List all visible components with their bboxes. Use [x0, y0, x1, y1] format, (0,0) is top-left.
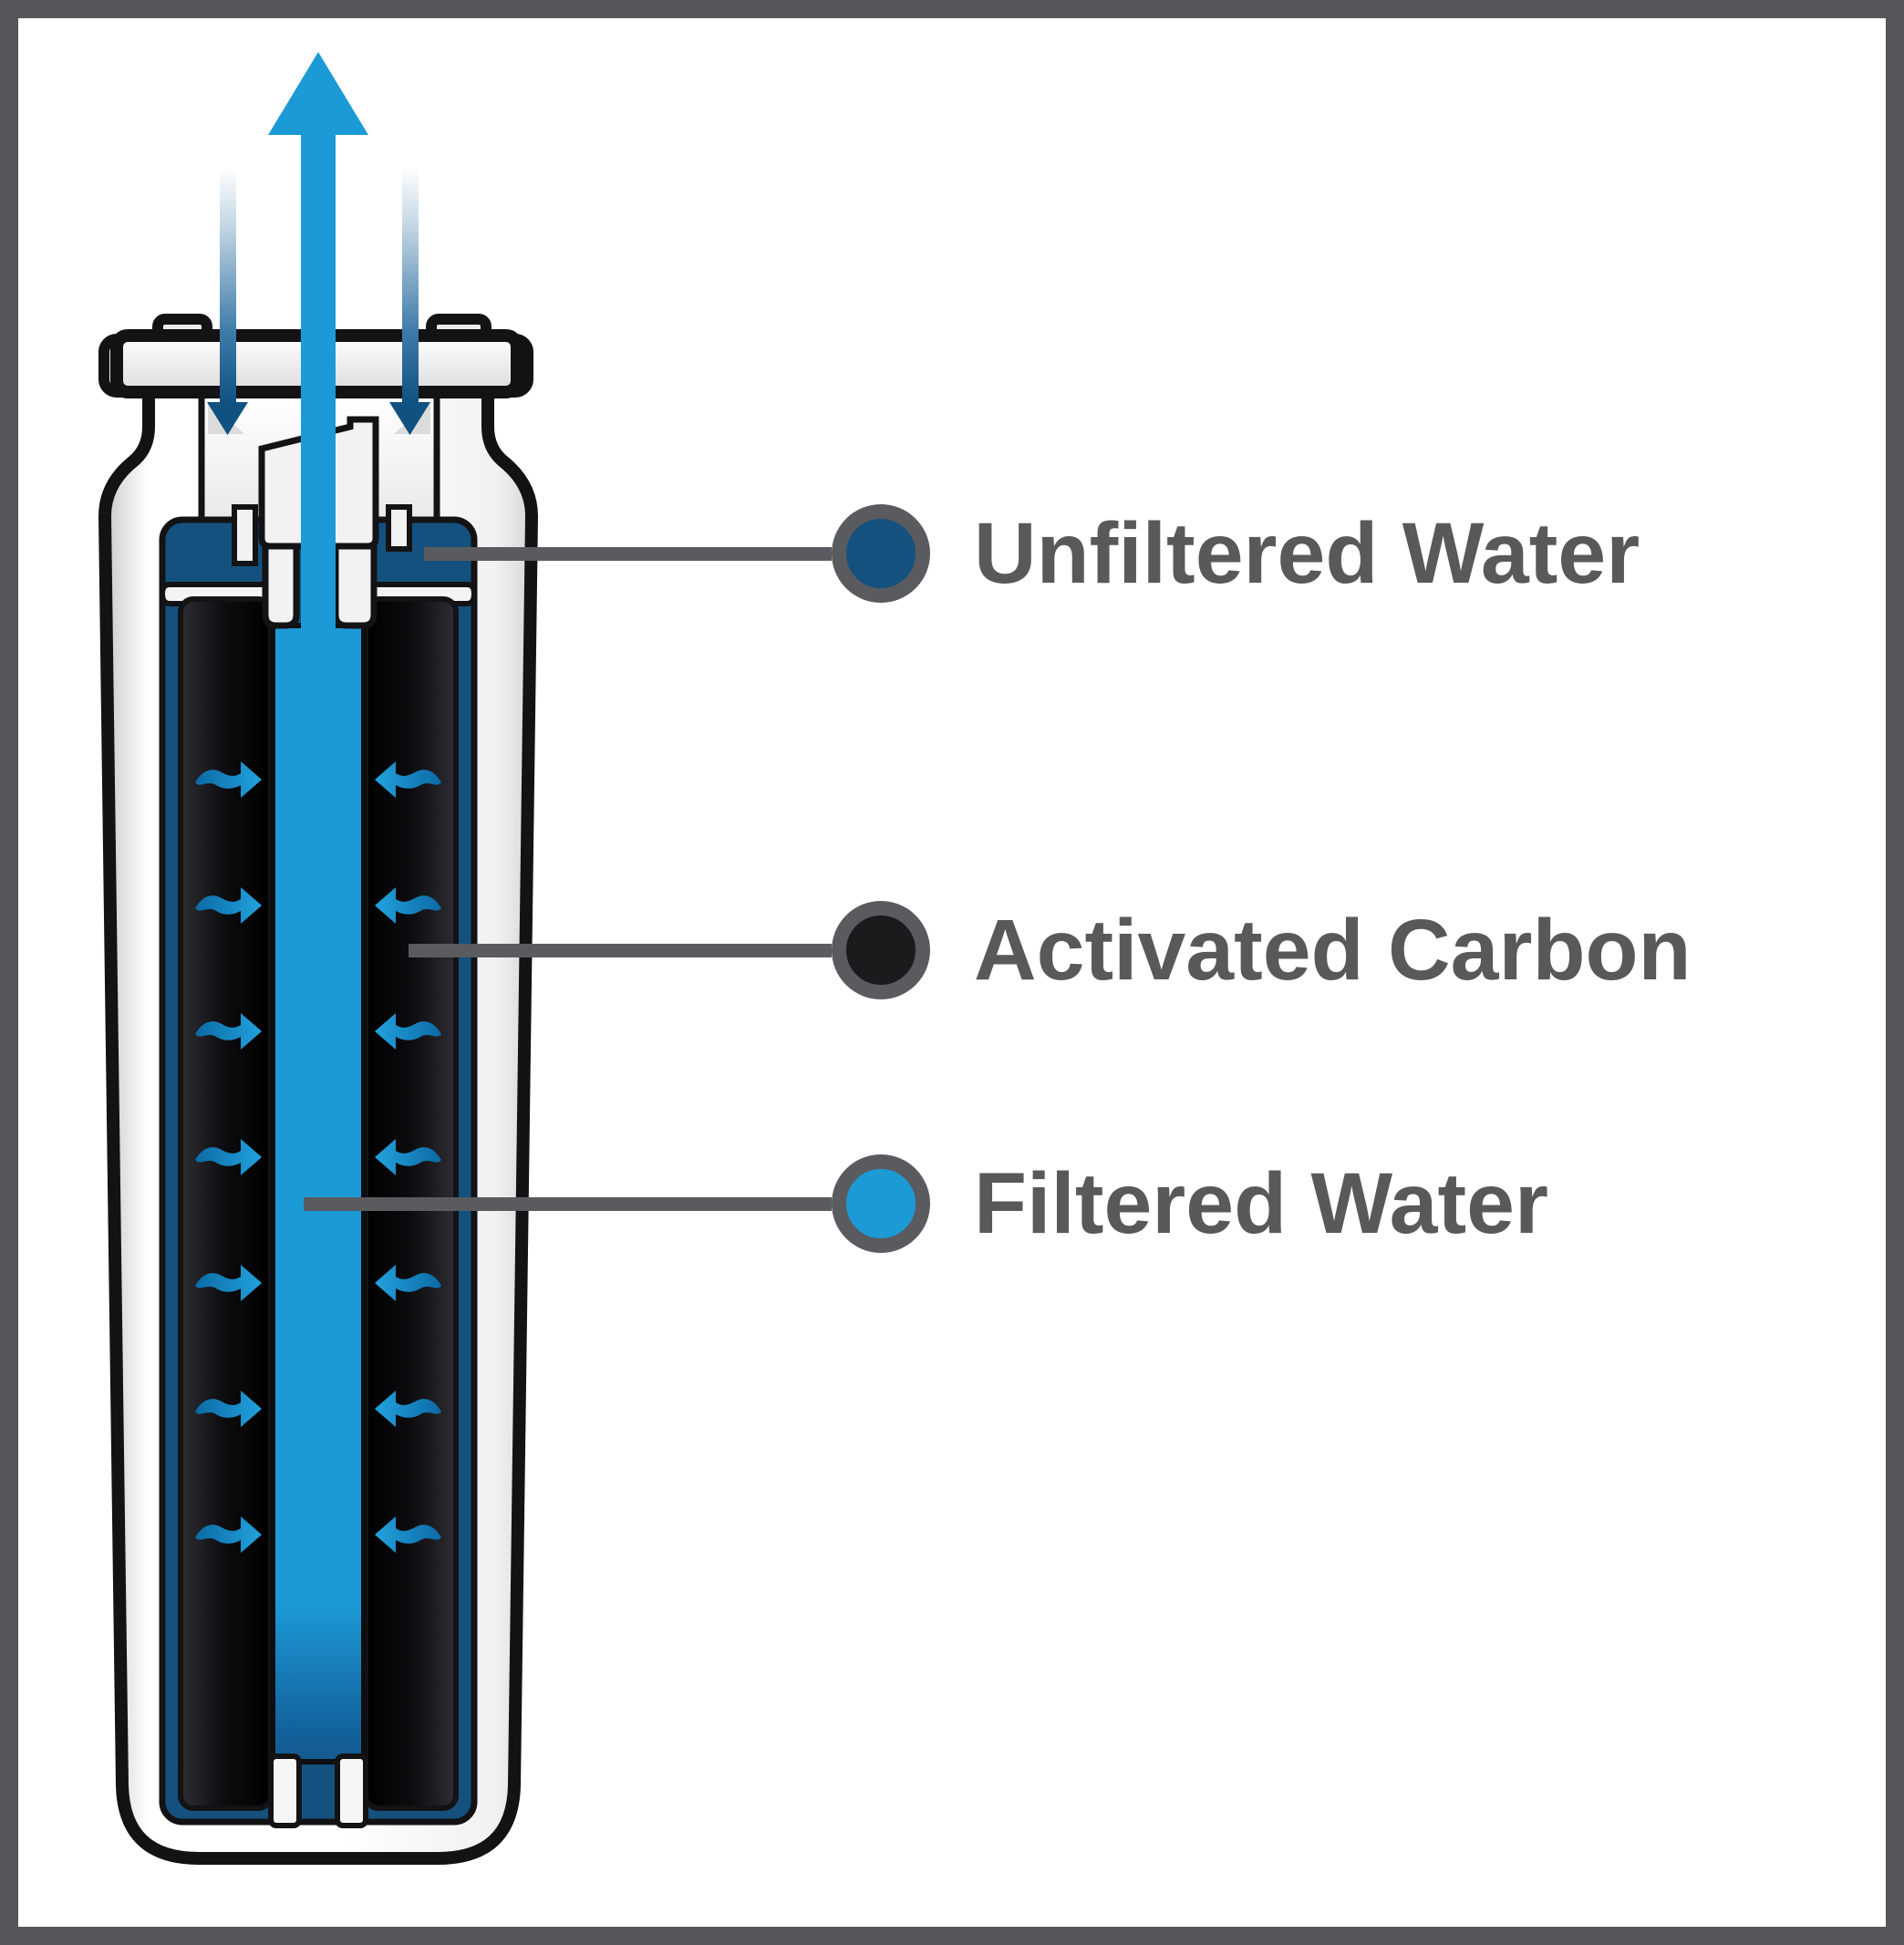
label-unfiltered-water: Unfiltered Water — [974, 505, 1640, 602]
unfiltered-water-dot — [832, 504, 930, 603]
filtered-water-tube — [270, 623, 367, 1764]
up-arrow-icon — [268, 52, 368, 644]
connector-unfiltered-water — [424, 547, 832, 561]
label-activated-carbon: Activated Carbon — [974, 902, 1692, 998]
down-arrow-icon-right — [389, 167, 430, 435]
label-filtered-water: Filtered Water — [974, 1155, 1548, 1252]
activated-carbon-dot — [832, 901, 930, 999]
connector-activated-carbon — [409, 944, 832, 957]
connector-filtered-water — [304, 1197, 832, 1211]
down-arrow-icon-left — [207, 167, 248, 435]
filtered-water-dot — [832, 1154, 930, 1253]
